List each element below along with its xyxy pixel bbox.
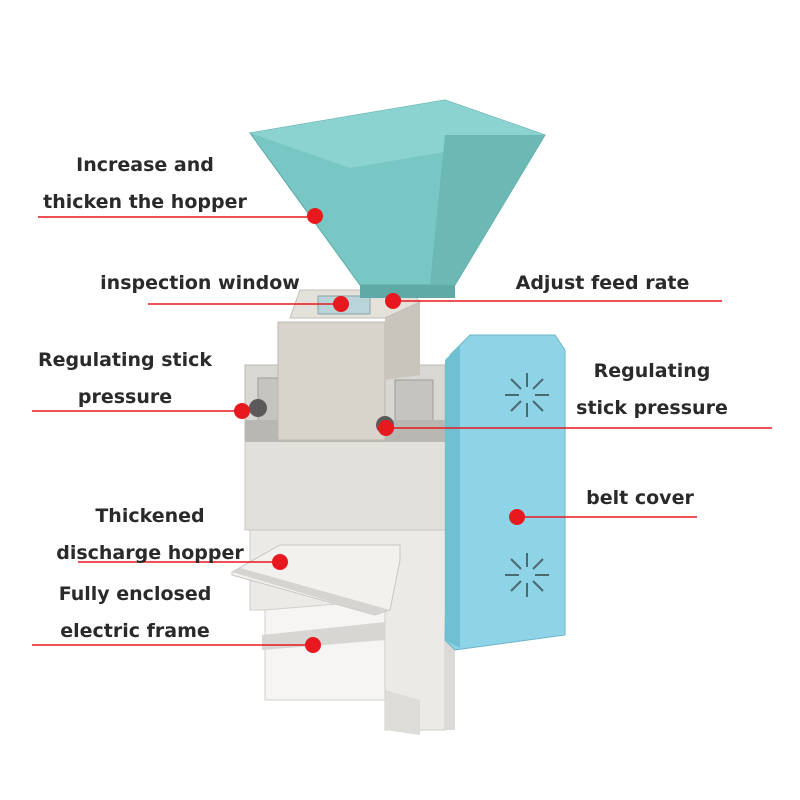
vent-upper [505,373,549,417]
label-left-pressure: Regulating stick pressure [30,342,220,416]
label-right-pressure-line1: Regulating [593,360,711,382]
label-hopper-line2: thicken the hopper [43,191,247,213]
label-left-pressure-line2: pressure [77,386,173,408]
label-belt-cover: belt cover [580,480,700,517]
pressure-knob-left [249,399,267,417]
label-left-pressure-line1: Regulating stick [37,349,213,371]
label-discharge-line2: discharge hopper [56,542,244,564]
lower-body [244,434,446,531]
feed-hopper [249,99,546,298]
label-feed-text: Adjust feed rate [515,272,690,294]
callout-dot-discharge [272,554,288,570]
callout-dot-right-pressure [378,420,394,436]
label-discharge-hopper: Thickened discharge hopper [55,498,245,572]
belt-cover [444,334,566,651]
callout-lines [32,216,772,646]
label-electric-frame: Fully enclosed electric frame [50,576,220,650]
callout-dot-frame [305,637,321,653]
label-right-pressure: Regulating stick pressure [572,353,732,427]
label-belt-text: belt cover [586,487,694,509]
callout-dot-hopper [307,208,323,224]
callout-dot-inspection [333,296,349,312]
label-inspection-text: inspection window [100,272,300,294]
callout-dot-feed [385,293,401,309]
label-frame-line2: electric frame [60,620,210,642]
callout-dot-left-pressure [234,403,250,419]
label-right-pressure-line2: stick pressure [576,397,728,419]
callout-dot-belt [509,509,525,525]
label-hopper-line1: Increase and [76,154,214,176]
callout-dots [234,208,525,653]
vent-lower [505,553,549,597]
label-hopper: Increase and thicken the hopper [40,147,250,221]
label-feed-rate: Adjust feed rate [505,265,700,302]
label-discharge-line1: Thickened [95,505,205,527]
label-frame-line1: Fully enclosed [58,583,212,605]
label-inspection-window: inspection window [95,265,305,302]
